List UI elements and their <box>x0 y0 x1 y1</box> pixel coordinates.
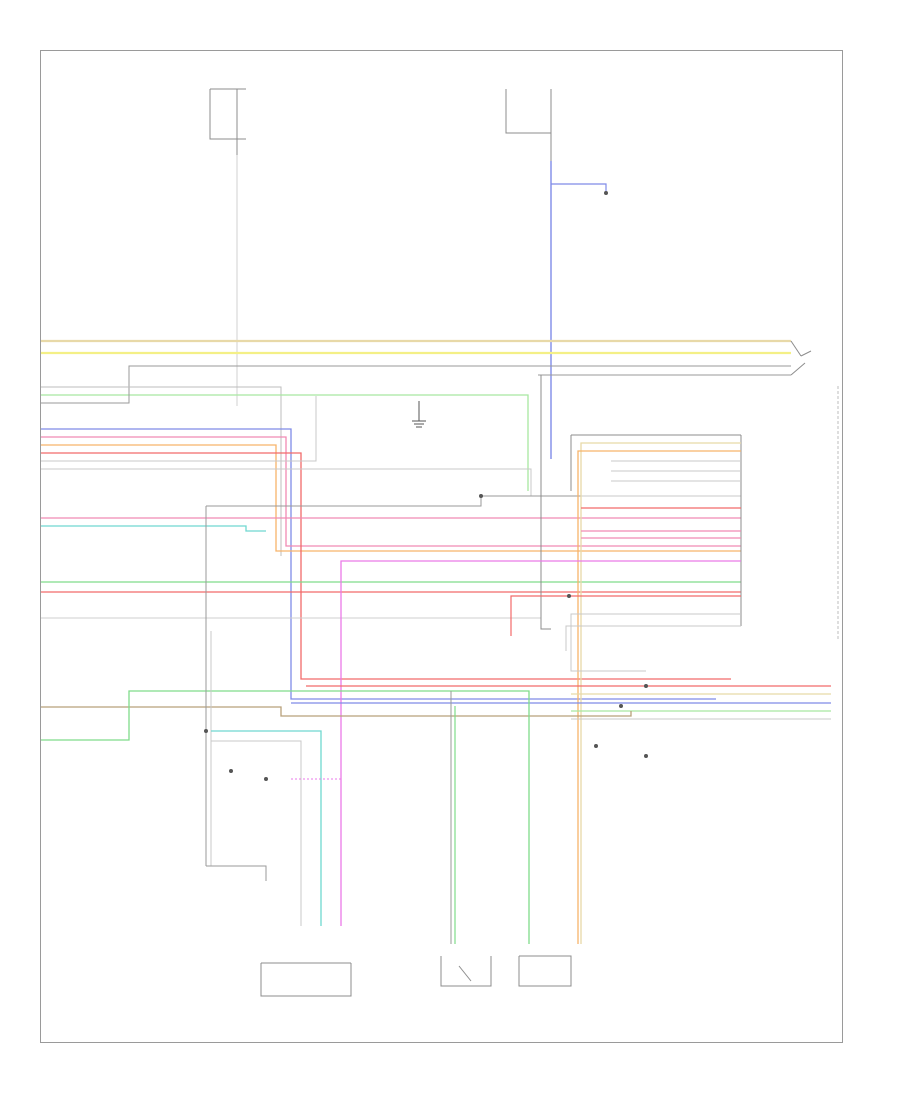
splice-dot-8 <box>229 769 233 773</box>
diagram-frame <box>40 50 843 1043</box>
splice-dot-4 <box>644 684 648 688</box>
splice-dot-6 <box>594 744 598 748</box>
wire-brown-1 <box>41 706 632 717</box>
wire-orange-ecm <box>577 450 741 944</box>
splice-dot-9 <box>264 777 268 781</box>
wire-green-3 <box>41 690 530 944</box>
splice-dot-7 <box>644 754 648 758</box>
wire-tan-ecm <box>580 442 741 944</box>
relay-switch <box>790 340 812 376</box>
wire-blue-2 <box>41 428 716 700</box>
splice-dot <box>604 191 608 195</box>
wire-red-3 <box>510 595 741 636</box>
wire-cyan-1 <box>41 525 266 532</box>
trans-range-sensor <box>518 955 572 987</box>
ecm-block <box>540 375 742 630</box>
fuse-block-right <box>505 89 552 161</box>
wire-black-return <box>128 365 791 393</box>
wire-gray-1 <box>41 386 282 556</box>
wire-cyan-2 <box>211 730 322 926</box>
wiring-diagram <box>41 88 839 997</box>
wire-gray-ecm-4 <box>570 613 741 672</box>
wire-blue-branch <box>551 183 607 191</box>
wire-trunk-3 <box>206 865 267 881</box>
wire-gray-4 <box>41 468 741 497</box>
throttle-position-sensor <box>260 962 352 997</box>
junction-dot <box>479 494 483 498</box>
wire-orange-1 <box>41 444 741 552</box>
speed-sensor <box>440 956 492 987</box>
fuse-block-left <box>209 88 246 155</box>
wire-gray-6 <box>211 740 302 926</box>
wire-light-green-1 <box>41 394 529 491</box>
splice-dot-5 <box>619 704 623 708</box>
splice-dot-2 <box>204 729 208 733</box>
wire-black-2 <box>41 393 130 404</box>
wire-gray-ecm-5 <box>565 625 741 651</box>
wire-red-1 <box>41 452 731 680</box>
splice-dot-3 <box>567 594 571 598</box>
wire-pink-1 <box>41 436 741 547</box>
ground-symbol <box>412 401 426 428</box>
wire-black-junction <box>206 495 581 507</box>
wire-magenta-1 <box>340 560 741 926</box>
wire-gray-3 <box>41 396 317 462</box>
